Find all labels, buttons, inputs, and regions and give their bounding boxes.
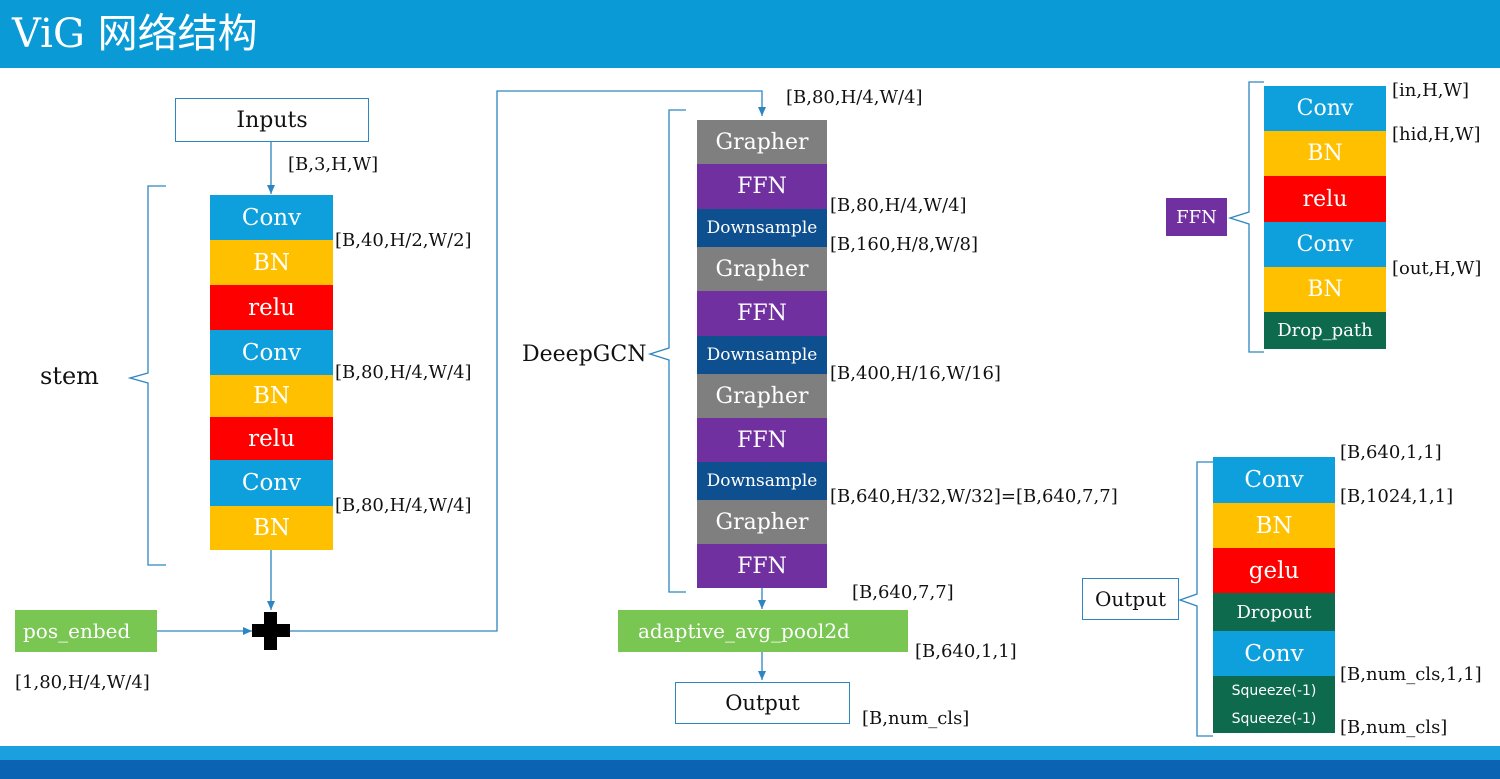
pool-output-shape: [B,640,1,1] [915,641,1017,662]
input-shape-label: [B,3,H,W] [288,154,379,175]
page-title: ViG 网络结构 [12,11,258,57]
output-shape-3: [B,num_cls,1,1] [1340,664,1482,685]
grapher-block-4: Grapher [697,500,827,544]
inputs-box: Inputs [175,98,369,142]
ffn-block-4: FFN [697,544,827,588]
stem-label: stem [40,362,99,390]
ffn-shape-out: [out,H,W] [1392,258,1482,279]
ffn-block-1: FFN [697,164,827,209]
pos-embed-shape: [1,80,H/4,W/4] [15,672,150,693]
ffn-detail-label: FFN [1166,198,1227,236]
stem-shape-1: [B,40,H/2,W/2] [335,230,472,251]
stem-shape-2: [B,80,H/4,W/4] [335,362,472,383]
output-shape: [B,num_cls] [862,708,970,729]
ffn-conv-block-1: Conv [1264,86,1386,131]
ffn-block-3: FFN [697,418,827,462]
footer-bar-dark [0,760,1500,779]
deepgcn-shape-4: [B,640,H/32,W/32]=[B,640,7,7] [830,486,1118,507]
pool-input-shape: [B,640,7,7] [852,582,954,603]
ffn-shape-in: [in,H,W] [1392,80,1470,101]
stem-bn-block-3: BN [210,506,333,550]
ffn-bn-block-1: BN [1264,131,1386,176]
output-detail-label: Output [1082,578,1179,620]
output-shape-4: [B,num_cls] [1340,717,1448,738]
output-gelu-block: gelu [1213,548,1335,593]
ffn-shape-hid: [hid,H,W] [1392,124,1481,145]
deepgcn-label: DeeepGCN [522,342,647,367]
header-bar [0,0,1500,68]
ffn-conv-block-2: Conv [1264,222,1386,267]
downsample-block-3: Downsample [697,462,827,500]
deepgcn-input-shape: [B,80,H/4,W/4] [786,87,923,108]
stem-conv-block-1: Conv [210,195,333,240]
ffn-bn-block-2: BN [1264,267,1386,312]
output-conv-block-1: Conv [1213,457,1335,503]
downsample-block-1: Downsample [697,209,827,247]
grapher-block-3: Grapher [697,374,827,418]
stem-bn-block-1: BN [210,240,333,285]
stem-shape-3: [B,80,H/4,W/4] [335,495,472,516]
ffn-drop-path-block: Drop_path [1264,312,1386,349]
stem-bn-block-2: BN [210,375,333,417]
stem-relu-block-2: relu [210,417,333,460]
pos-embed-block: pos_enbed [15,610,157,652]
stem-conv-block-2: Conv [210,330,333,375]
output-box: Output [675,682,850,724]
stem-relu-block-1: relu [210,285,333,330]
grapher-block-2: Grapher [697,247,827,291]
ffn-relu-block: relu [1264,176,1386,222]
output-squeeze-block-2: Squeeze(-1) [1213,705,1335,733]
stem-conv-block-3: Conv [210,460,333,506]
deepgcn-shape-2: [B,160,H/8,W/8] [830,234,979,255]
output-shape-2: [B,1024,1,1] [1340,486,1454,507]
deepgcn-shape-3: [B,400,H/16,W/16] [830,363,1001,384]
output-dropout-block: Dropout [1213,593,1335,631]
output-conv-block-2: Conv [1213,631,1335,676]
ffn-block-2: FFN [697,291,827,336]
add-icon [252,612,290,650]
deepgcn-shape-1: [B,80,H/4,W/4] [830,195,967,216]
grapher-block-1: Grapher [697,120,827,164]
footer-bar-light [0,746,1500,760]
output-shape-1: [B,640,1,1] [1340,442,1442,463]
output-bn-block: BN [1213,503,1335,548]
output-squeeze-block-1: Squeeze(-1) [1213,676,1335,705]
adaptive-pool-block: adaptive_avg_pool2d [618,610,908,652]
downsample-block-2: Downsample [697,336,827,374]
